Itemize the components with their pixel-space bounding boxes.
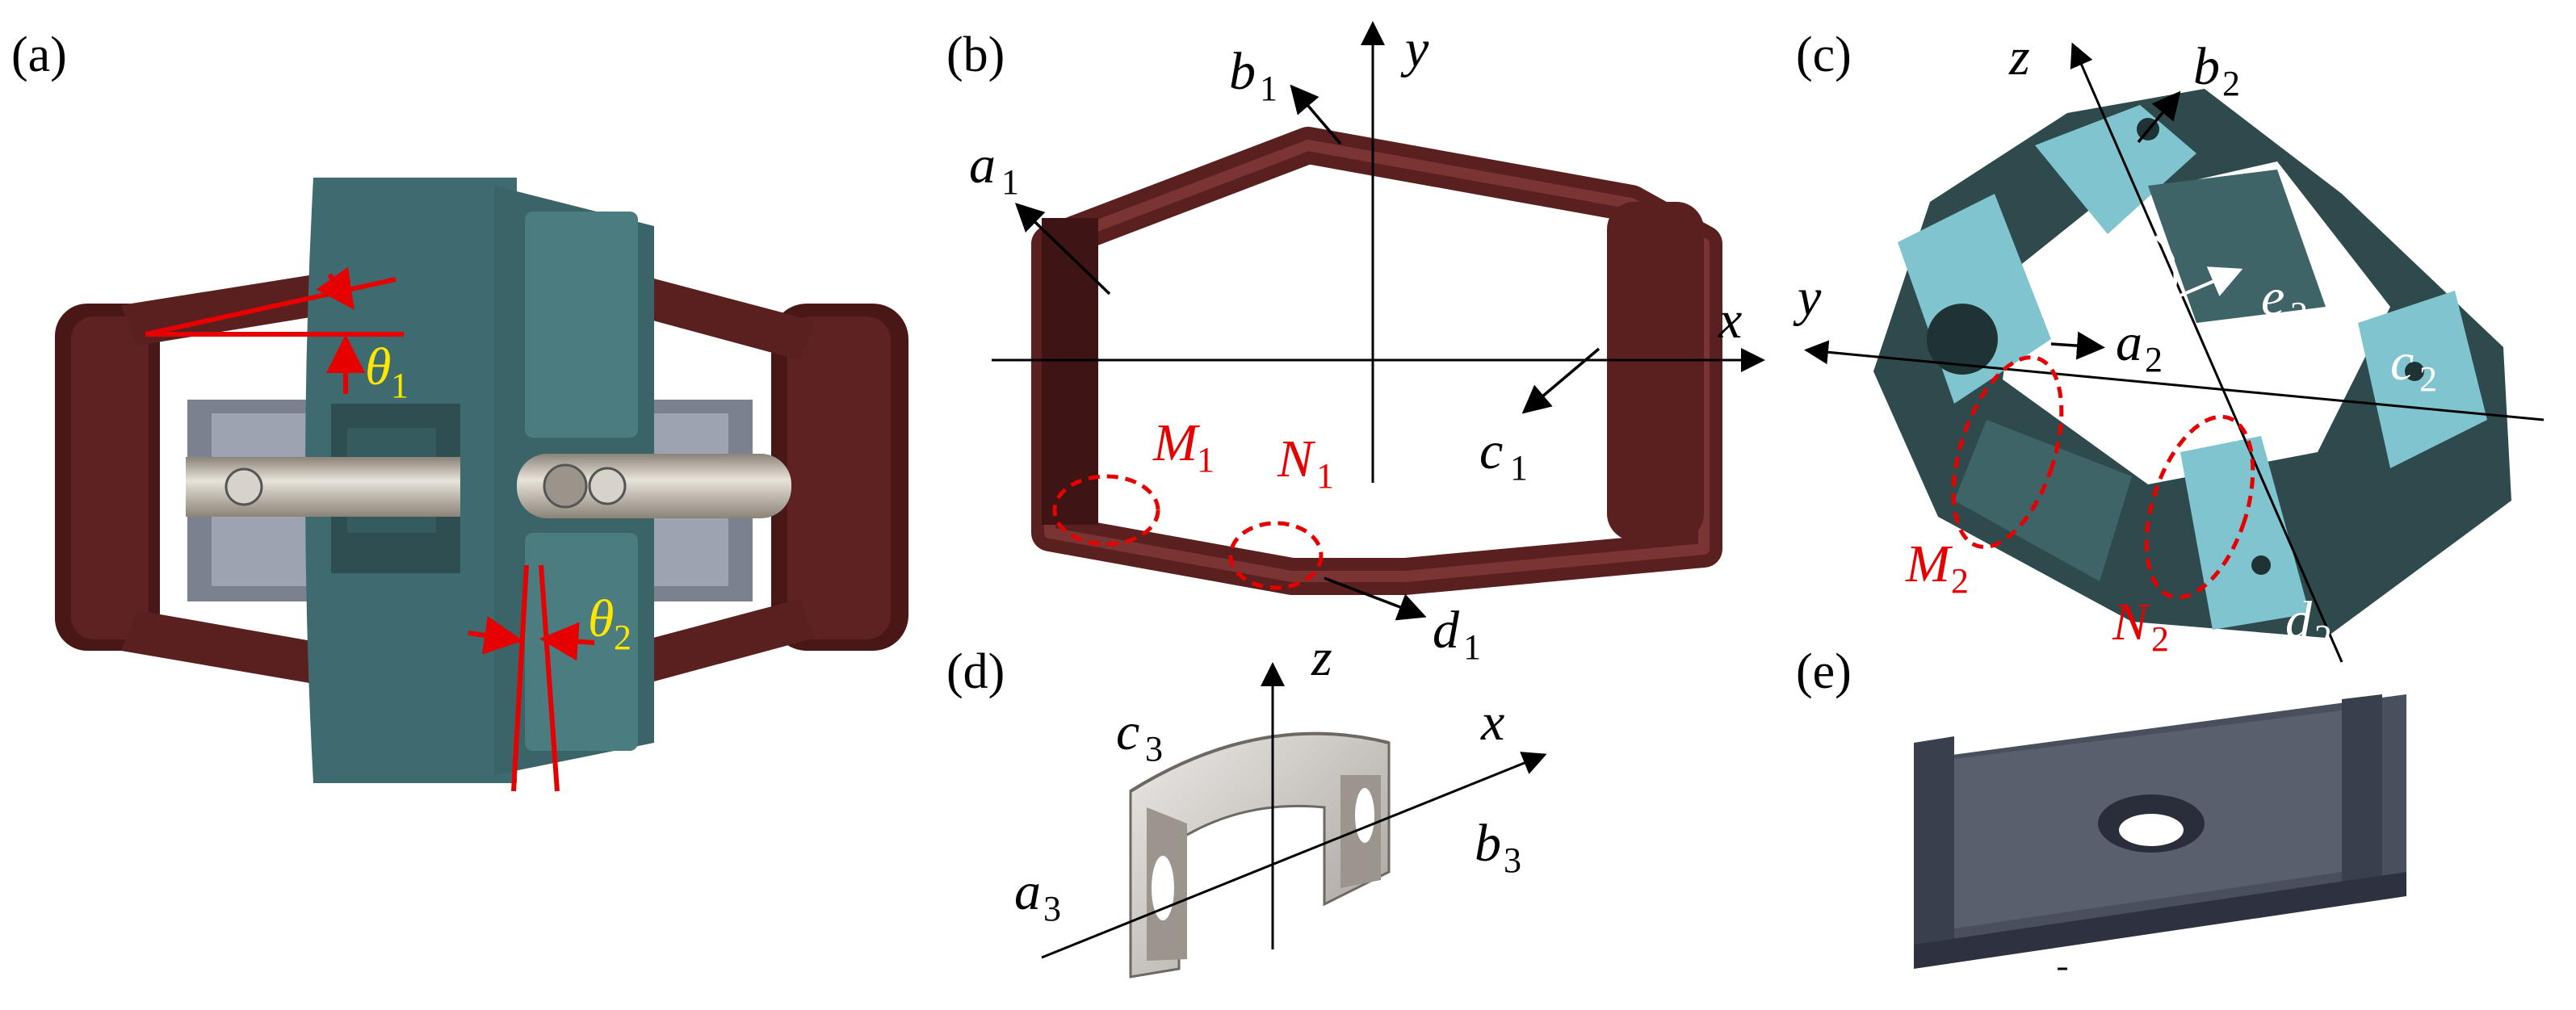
M1-subscript: 1 <box>1197 440 1215 480</box>
panel-d: (d) z x c 3 a 3 b 3 <box>946 628 1547 979</box>
panel-e: (e) <box>1796 644 2406 969</box>
b2-label: b <box>2193 37 2220 96</box>
a2-arrow <box>2050 331 2105 360</box>
N2-subscript: 2 <box>2151 619 2169 659</box>
panel-a: (a) <box>11 27 908 792</box>
panel-b: (b) x y a 1 b 1 c 1 d 1 M 1 N 1 <box>946 19 1765 667</box>
a1-arrow <box>1014 203 1111 295</box>
octagon-ring <box>1873 89 2511 638</box>
d-x-axis <box>1041 752 1547 959</box>
panel-c-label: (c) <box>1796 27 1852 82</box>
N1-label: N <box>1277 430 1316 488</box>
panel-a-label: (a) <box>11 27 67 82</box>
c-z-axis <box>2070 42 2343 663</box>
angle-theta2: θ 2 <box>468 564 631 792</box>
panel-d-label: (d) <box>946 644 1005 699</box>
c-y-axis <box>1804 340 2545 421</box>
N2-hinge-marker <box>2144 414 2255 600</box>
d1-arrow <box>1324 576 1427 621</box>
panel-c: (c) y z b 2 e 2 a 2 <box>1793 27 2545 970</box>
e2-label: e <box>2261 268 2284 327</box>
b-x-label: x <box>1718 291 1742 350</box>
a3-subscript: 3 <box>1043 889 1061 928</box>
c2-subscript: 2 <box>2419 359 2437 399</box>
c1-arrow <box>1521 347 1601 414</box>
a1-subscript: 1 <box>1001 162 1019 202</box>
b2-subscript: 2 <box>2222 64 2240 103</box>
N1-subscript: 1 <box>1316 456 1334 496</box>
b1-subscript: 1 <box>1260 69 1278 108</box>
a2-label: a <box>2116 313 2142 372</box>
c1-label: c <box>1479 421 1503 480</box>
c-z-label: z <box>2008 27 2030 86</box>
theta1-symbol: θ <box>365 337 391 396</box>
d2-subscript: 2 <box>2314 618 2332 657</box>
M1-hinge-marker <box>1052 474 1160 547</box>
c2-label: c <box>2390 333 2414 392</box>
d1-label: d <box>1433 601 1460 660</box>
M2-hinge-marker <box>1951 355 2064 549</box>
angle-theta1: θ 1 <box>145 266 409 405</box>
a1-label: a <box>969 136 996 195</box>
d2-label: d <box>2285 591 2313 650</box>
d-x-label: x <box>1480 693 1504 752</box>
b3-subscript: 3 <box>1504 840 1521 880</box>
c-y-label: y <box>1793 268 1822 327</box>
pin-assembly <box>186 454 791 518</box>
c1-subscript: 1 <box>1510 448 1528 488</box>
N2-label: N <box>2112 593 2151 652</box>
a2-subscript: 2 <box>2145 340 2163 379</box>
panel-e-label: (e) <box>1796 644 1852 699</box>
M2-subscript: 2 <box>1951 561 1969 601</box>
d1-subscript: 1 <box>1463 627 1481 667</box>
curved-bracket <box>1129 731 1391 979</box>
u-channel-part <box>1914 694 2406 969</box>
b1-arrow <box>1290 84 1342 145</box>
N1-hinge-marker <box>1228 521 1324 590</box>
b3-label: b <box>1475 814 1501 873</box>
panel-b-label: (b) <box>946 27 1005 82</box>
c3-subscript: 3 <box>1145 729 1163 769</box>
hex-frame <box>1031 127 1722 595</box>
M1-label: M <box>1152 413 1201 472</box>
theta1-subscript: 1 <box>391 366 409 405</box>
e2-feature-marker <box>2092 228 2178 324</box>
M2-label: M <box>1905 534 1953 593</box>
b1-label: b <box>1229 42 1256 101</box>
theta2-symbol: θ <box>588 589 614 648</box>
e2-arrow <box>2180 266 2243 297</box>
a3-label: a <box>1014 862 1041 921</box>
b-y-label: y <box>1400 19 1429 78</box>
d-z-label: z <box>1311 628 1332 687</box>
e2-subscript: 2 <box>2290 295 2308 334</box>
c3-label: c <box>1116 702 1139 761</box>
theta2-subscript: 2 <box>614 618 631 657</box>
b2-arrow <box>2137 90 2181 144</box>
